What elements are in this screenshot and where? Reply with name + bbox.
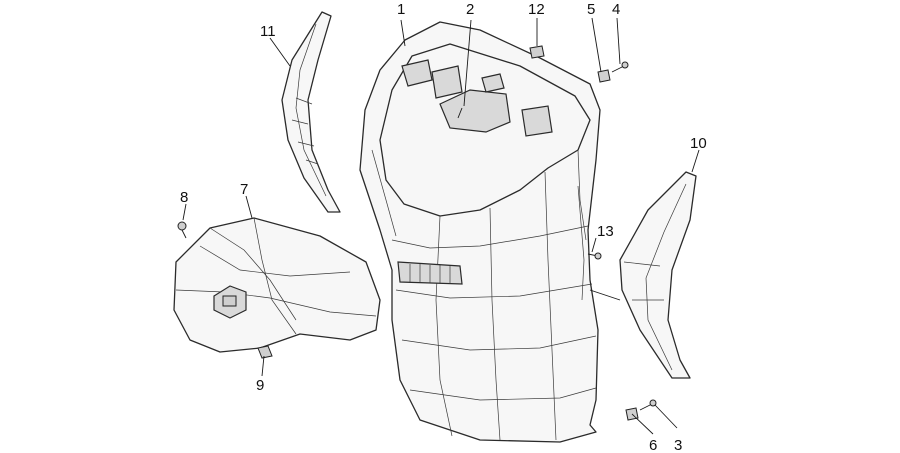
hardware-screws-clips (177, 45, 657, 421)
leader-lines (182, 17, 700, 435)
callout-5: 5 (587, 1, 595, 18)
part-9-clip (257, 345, 273, 359)
callout-9: 9 (256, 377, 264, 394)
part-12-clip (529, 45, 545, 59)
callout-2: 2 (466, 1, 474, 18)
part-2-screw (457, 107, 463, 119)
callout-13: 13 (597, 223, 614, 240)
callout-7: 7 (240, 181, 248, 198)
callout-3: 3 (674, 437, 682, 453)
callout-6: 6 (649, 437, 657, 453)
part-3-screw (639, 403, 653, 411)
callout-4: 4 (612, 1, 620, 18)
part-10-right-trim (619, 171, 697, 379)
part-7-front-cap (173, 217, 381, 353)
part-11-left-trim-strip (281, 11, 341, 213)
callout-12: 12 (528, 1, 545, 18)
part-1-front-shield (359, 21, 601, 443)
callout-1: 1 (397, 1, 405, 18)
part-5-nut (597, 69, 611, 83)
part-8-screw (177, 221, 187, 231)
part-4-screw (611, 65, 625, 73)
callout-8: 8 (180, 189, 188, 206)
callout-10: 10 (690, 135, 707, 152)
callout-11: 11 (260, 23, 276, 40)
callout-labels: 1 2 12 5 4 11 10 8 7 13 9 6 3 (180, 1, 707, 453)
